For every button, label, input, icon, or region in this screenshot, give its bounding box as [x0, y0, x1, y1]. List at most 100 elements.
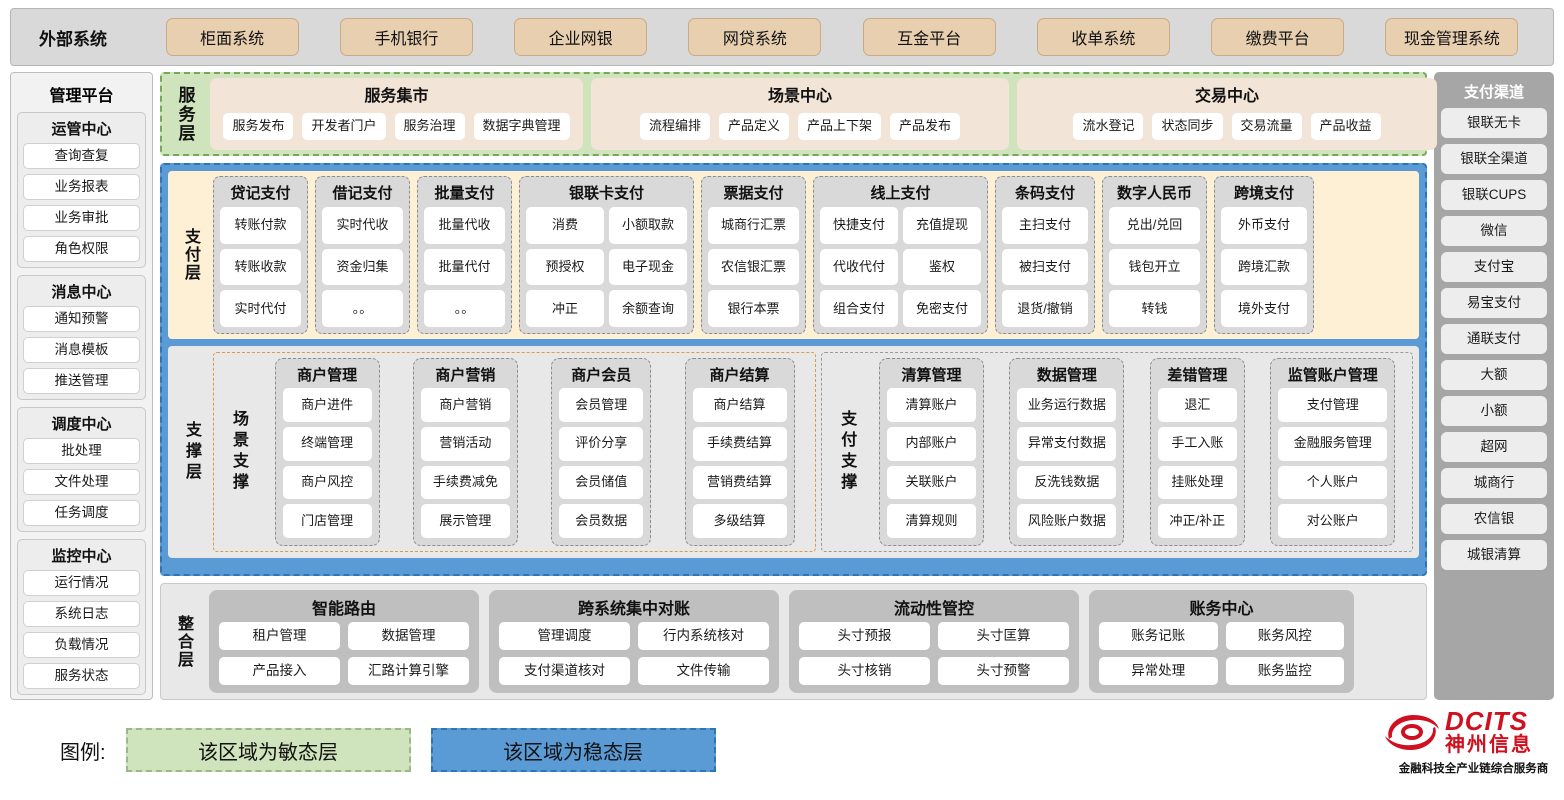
admin-item[interactable]: 业务报表: [23, 174, 140, 200]
integration-item[interactable]: 产品接入: [219, 657, 340, 685]
service-item[interactable]: 产品定义: [718, 113, 789, 140]
payment-item[interactable]: 退货/撤销: [1002, 290, 1088, 327]
support-item[interactable]: 评价分享: [559, 426, 644, 461]
integration-item[interactable]: 数据管理: [348, 622, 469, 650]
support-item[interactable]: 冲正/补正: [1157, 504, 1237, 538]
service-item[interactable]: 服务发布: [223, 113, 294, 140]
support-item[interactable]: 会员储值: [559, 465, 644, 500]
payment-item[interactable]: 城商行汇票: [708, 207, 799, 244]
payment-item[interactable]: 。。: [424, 290, 505, 327]
integration-item[interactable]: 头寸预报: [799, 622, 930, 650]
support-item[interactable]: 商户营销: [420, 388, 510, 422]
payment-item[interactable]: 电子现金: [609, 248, 687, 286]
integration-item[interactable]: 账务风控: [1225, 622, 1344, 650]
payment-item[interactable]: 实时代付: [220, 290, 301, 327]
admin-item[interactable]: 任务调度: [23, 500, 140, 526]
admin-item[interactable]: 查询查复: [23, 143, 140, 169]
payment-item[interactable]: 转账付款: [220, 207, 301, 244]
external-system-chip[interactable]: 收单系统: [1036, 18, 1170, 56]
integration-item[interactable]: 账务记账: [1099, 622, 1218, 650]
support-item[interactable]: 手续费减免: [420, 465, 510, 500]
external-system-chip[interactable]: 缴费平台: [1211, 18, 1345, 56]
service-item[interactable]: 开发者门户: [302, 113, 386, 140]
support-item[interactable]: 会员管理: [559, 388, 644, 422]
payment-item[interactable]: 转钱: [1109, 290, 1200, 327]
support-item[interactable]: 多级结算: [692, 504, 787, 538]
payment-item[interactable]: 充值提现: [903, 207, 981, 244]
support-item[interactable]: 商户风控: [282, 465, 372, 500]
support-item[interactable]: 营销费结算: [692, 465, 787, 500]
payment-item[interactable]: 。。: [322, 290, 403, 327]
service-item[interactable]: 交易流量: [1231, 113, 1302, 140]
service-item[interactable]: 服务治理: [394, 113, 465, 140]
integration-item[interactable]: 管理调度: [499, 622, 630, 650]
support-item[interactable]: 个人账户: [1278, 465, 1388, 500]
payment-item[interactable]: 免密支付: [903, 290, 981, 327]
support-item[interactable]: 手工入账: [1157, 426, 1237, 461]
payment-item[interactable]: 消费: [526, 207, 604, 244]
payment-channel-item[interactable]: 银联无卡: [1441, 108, 1547, 138]
payment-channel-item[interactable]: 银联全渠道: [1441, 144, 1547, 174]
support-item[interactable]: 清算规则: [886, 504, 976, 538]
payment-channel-item[interactable]: 银联CUPS: [1441, 180, 1547, 210]
support-item[interactable]: 挂账处理: [1157, 465, 1237, 500]
payment-item[interactable]: 兑出/兑回: [1109, 207, 1200, 244]
admin-item[interactable]: 角色权限: [23, 236, 140, 262]
service-item[interactable]: 产品收益: [1310, 113, 1381, 140]
support-item[interactable]: 会员数据: [559, 504, 644, 538]
admin-item[interactable]: 消息模板: [23, 337, 140, 363]
integration-item[interactable]: 头寸核销: [799, 657, 930, 685]
support-item[interactable]: 业务运行数据: [1017, 388, 1117, 422]
external-system-chip[interactable]: 网贷系统: [688, 18, 822, 56]
payment-channel-item[interactable]: 大额: [1441, 360, 1547, 390]
payment-item[interactable]: 转账收款: [220, 248, 301, 286]
payment-channel-item[interactable]: 城银清算: [1441, 540, 1547, 570]
support-item[interactable]: 支付管理: [1278, 388, 1388, 422]
payment-item[interactable]: 冲正: [526, 290, 604, 327]
support-item[interactable]: 退汇: [1157, 388, 1237, 422]
admin-item[interactable]: 通知预警: [23, 306, 140, 332]
payment-channel-item[interactable]: 小额: [1441, 396, 1547, 426]
service-item[interactable]: 状态同步: [1152, 113, 1223, 140]
integration-item[interactable]: 支付渠道核对: [499, 657, 630, 685]
payment-item[interactable]: 钱包开立: [1109, 248, 1200, 286]
payment-item[interactable]: 预授权: [526, 248, 604, 286]
admin-item[interactable]: 系统日志: [23, 601, 140, 627]
support-item[interactable]: 商户进件: [282, 388, 372, 422]
payment-item[interactable]: 资金归集: [322, 248, 403, 286]
external-system-chip[interactable]: 互金平台: [862, 18, 996, 56]
payment-item[interactable]: 农信银汇票: [708, 248, 799, 286]
support-item[interactable]: 关联账户: [886, 465, 976, 500]
payment-item[interactable]: 实时代收: [322, 207, 403, 244]
support-item[interactable]: 营销活动: [420, 426, 510, 461]
external-system-chip[interactable]: 现金管理系统: [1385, 18, 1519, 56]
integration-item[interactable]: 头寸匡算: [938, 622, 1069, 650]
support-item[interactable]: 内部账户: [886, 426, 976, 461]
admin-item[interactable]: 批处理: [23, 438, 140, 464]
payment-item[interactable]: 代收代付: [820, 248, 898, 286]
payment-channel-item[interactable]: 通联支付: [1441, 324, 1547, 354]
integration-item[interactable]: 行内系统核对: [638, 622, 769, 650]
service-item[interactable]: 流程编排: [639, 113, 710, 140]
admin-item[interactable]: 负载情况: [23, 632, 140, 658]
service-item[interactable]: 数据字典管理: [473, 113, 570, 140]
payment-item[interactable]: 批量代收: [424, 207, 505, 244]
external-system-chip[interactable]: 柜面系统: [165, 18, 299, 56]
external-system-chip[interactable]: 企业网银: [514, 18, 648, 56]
payment-item[interactable]: 跨境汇款: [1221, 248, 1307, 286]
payment-channel-item[interactable]: 城商行: [1441, 468, 1547, 498]
support-item[interactable]: 清算账户: [886, 388, 976, 422]
integration-item[interactable]: 文件传输: [638, 657, 769, 685]
payment-item[interactable]: 批量代付: [424, 248, 505, 286]
external-system-chip[interactable]: 手机银行: [339, 18, 473, 56]
admin-item[interactable]: 文件处理: [23, 469, 140, 495]
payment-channel-item[interactable]: 微信: [1441, 216, 1547, 246]
support-item[interactable]: 终端管理: [282, 426, 372, 461]
support-item[interactable]: 异常支付数据: [1017, 426, 1117, 461]
admin-item[interactable]: 业务审批: [23, 205, 140, 231]
support-item[interactable]: 门店管理: [282, 504, 372, 538]
payment-item[interactable]: 小额取款: [609, 207, 687, 244]
payment-item[interactable]: 外币支付: [1221, 207, 1307, 244]
payment-item[interactable]: 鉴权: [903, 248, 981, 286]
payment-channel-item[interactable]: 易宝支付: [1441, 288, 1547, 318]
